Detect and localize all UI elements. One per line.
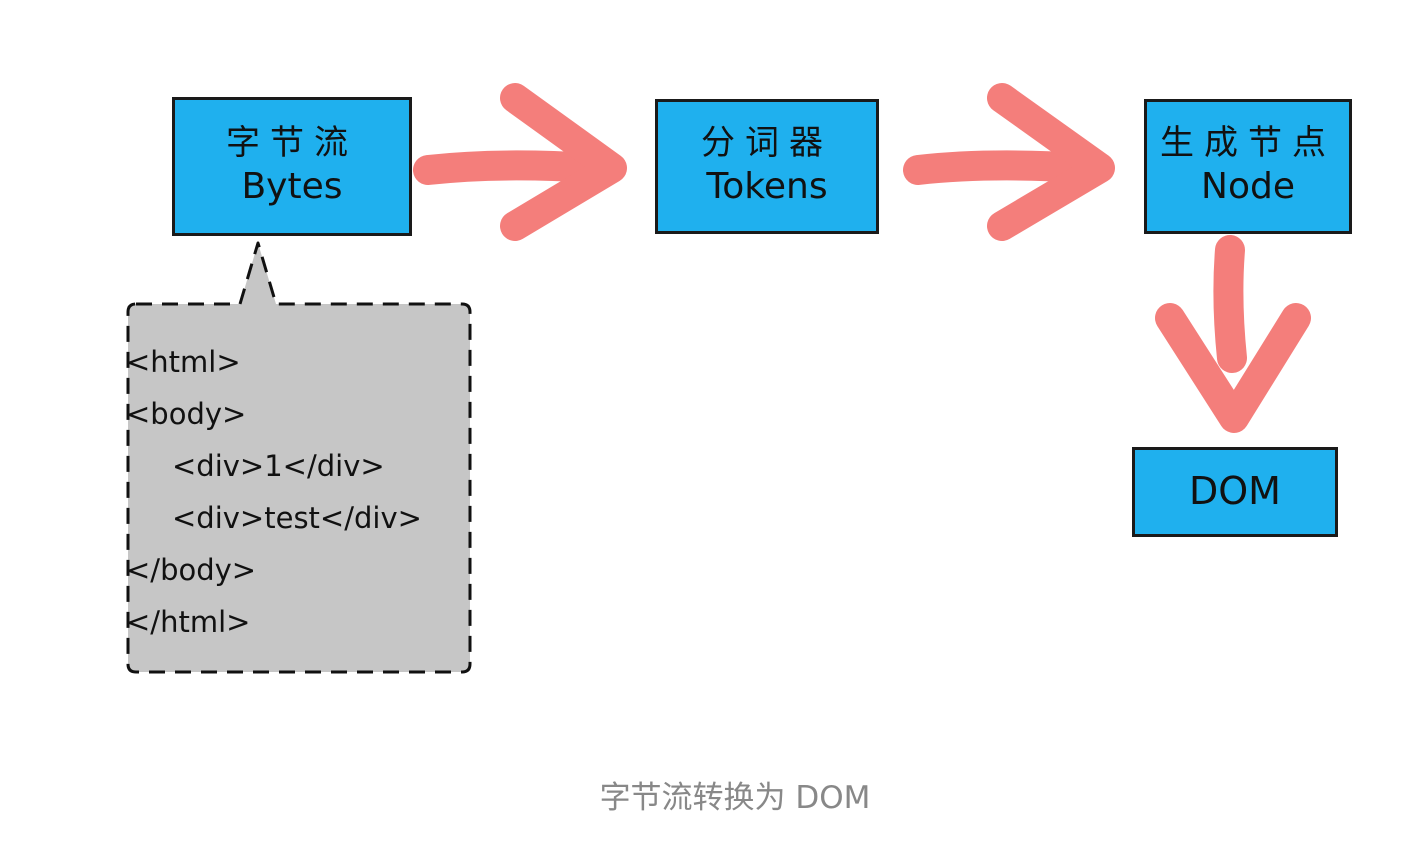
node-node-title: 生成节点 <box>1160 122 1336 163</box>
node-bytes-subtitle: Bytes <box>241 165 343 207</box>
code-line: <body> <box>126 397 247 431</box>
arrow-node-to-dom <box>1155 235 1311 433</box>
arrow-tokens-to-node <box>903 83 1115 241</box>
code-line: </html> <box>126 605 251 639</box>
code-line: <html> <box>126 345 241 379</box>
node-node-subtitle: Node <box>1201 165 1295 207</box>
node-tokens-title: 分词器 <box>701 122 833 163</box>
code-line: </body> <box>126 553 257 587</box>
node-bytes-title: 字节流 <box>226 122 358 163</box>
arrow-bytes-to-tokens <box>413 83 627 241</box>
code-line: <div>1</div> <box>172 449 385 483</box>
node-tokens: 分词器 Tokens <box>655 99 879 234</box>
figure-caption: 字节流转换为 DOM <box>599 780 871 816</box>
node-dom-title: DOM <box>1189 469 1281 514</box>
node-node: 生成节点 Node <box>1144 99 1352 234</box>
callout-bubble <box>126 241 472 674</box>
node-tokens-subtitle: Tokens <box>706 165 828 207</box>
code-line: <div>test</div> <box>172 501 422 535</box>
callout-code: <html> <body> <div>1</div> <div>test</di… <box>126 336 466 648</box>
node-bytes: 字节流 Bytes <box>172 97 412 236</box>
node-dom: DOM <box>1132 447 1338 537</box>
